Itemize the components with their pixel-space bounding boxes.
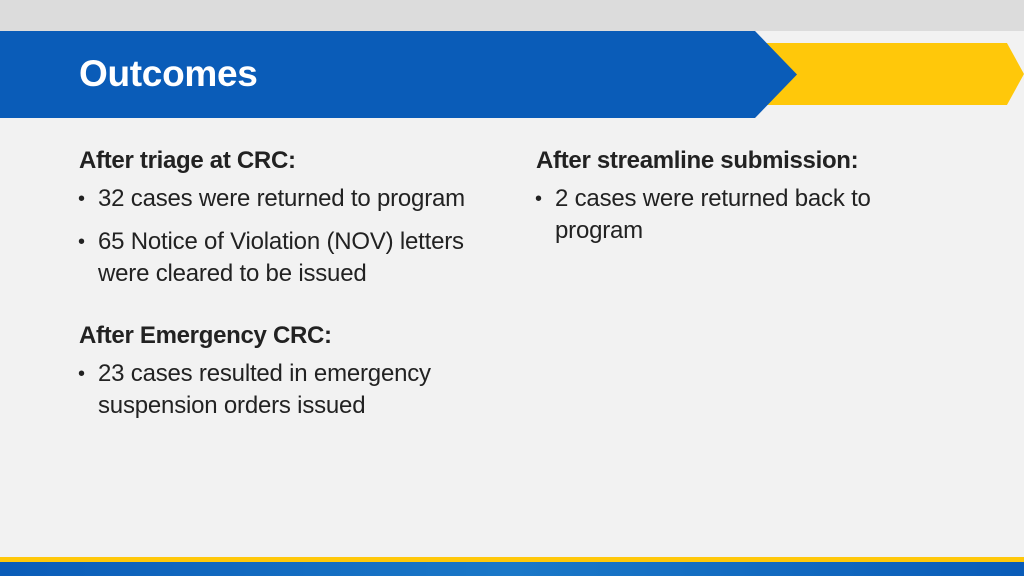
bullet-list: • 32 cases were returned to program • 65…	[78, 183, 509, 290]
bullet-text: 32 cases were returned to program	[98, 185, 465, 212]
right-column: After streamline submission: • 2 cases w…	[535, 145, 956, 258]
section-triage: After triage at CRC: • 32 cases were ret…	[78, 145, 509, 290]
section-heading: After Emergency CRC:	[79, 322, 332, 349]
bullet-list: • 2 cases were returned back to program	[535, 183, 956, 247]
footer-gold-stripe	[0, 557, 1024, 562]
bullet-text: 23 cases resulted in emergency suspensio…	[98, 360, 431, 419]
footer-blue-stripe	[0, 562, 1024, 576]
section-emergency: After Emergency CRC: • 23 cases resulted…	[78, 320, 509, 422]
left-column: After triage at CRC: • 32 cases were ret…	[78, 145, 509, 433]
list-item: • 2 cases were returned back to program	[535, 183, 956, 247]
section-heading: After triage at CRC:	[79, 147, 296, 174]
top-band	[0, 0, 1024, 31]
bullet-icon: •	[78, 188, 85, 210]
bullet-icon: •	[78, 231, 85, 253]
list-item: • 32 cases were returned to program	[78, 183, 509, 215]
list-item: • 65 Notice of Violation (NOV) letters w…	[78, 226, 509, 290]
title-banner	[0, 31, 797, 118]
slide-title: Outcomes	[79, 53, 258, 94]
bullet-list: • 23 cases resulted in emergency suspens…	[78, 358, 509, 422]
bullet-text: 65 Notice of Violation (NOV) letters wer…	[98, 228, 464, 287]
section-heading: After streamline submission:	[536, 147, 859, 174]
bullet-icon: •	[535, 188, 542, 210]
bullet-icon: •	[78, 363, 85, 385]
section-streamline: After streamline submission: • 2 cases w…	[535, 145, 956, 247]
bullet-text: 2 cases were returned back to program	[555, 185, 871, 244]
list-item: • 23 cases resulted in emergency suspens…	[78, 358, 509, 422]
